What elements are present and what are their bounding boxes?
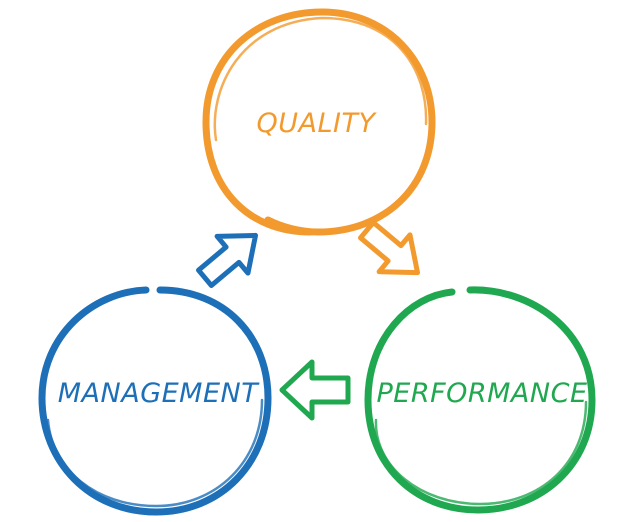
- arrow-up-right-icon: [196, 232, 259, 289]
- quality-node: QUALITY: [202, 8, 436, 236]
- performance-node: PERFORMANCE: [364, 286, 596, 514]
- management-circle-inner-stroke: [46, 398, 264, 508]
- management-circle: [38, 286, 272, 516]
- arrow-performance-to-management: [279, 359, 351, 421]
- arrow-right-icon: [358, 219, 421, 276]
- performance-circle: [364, 286, 596, 514]
- arrow-left-icon: [279, 359, 351, 421]
- management-label: MANAGEMENT: [58, 378, 260, 409]
- performance-circle-inner-stroke: [374, 400, 588, 506]
- quality-circle: [202, 8, 436, 236]
- performance-label: PERFORMANCE: [376, 378, 587, 409]
- quality-circle-inner-stroke: [213, 16, 428, 142]
- management-node: MANAGEMENT: [38, 286, 272, 516]
- arrow-quality-to-performance: [358, 219, 421, 276]
- arrow-management-to-quality: [196, 232, 259, 289]
- quality-label: QUALITY: [257, 108, 378, 139]
